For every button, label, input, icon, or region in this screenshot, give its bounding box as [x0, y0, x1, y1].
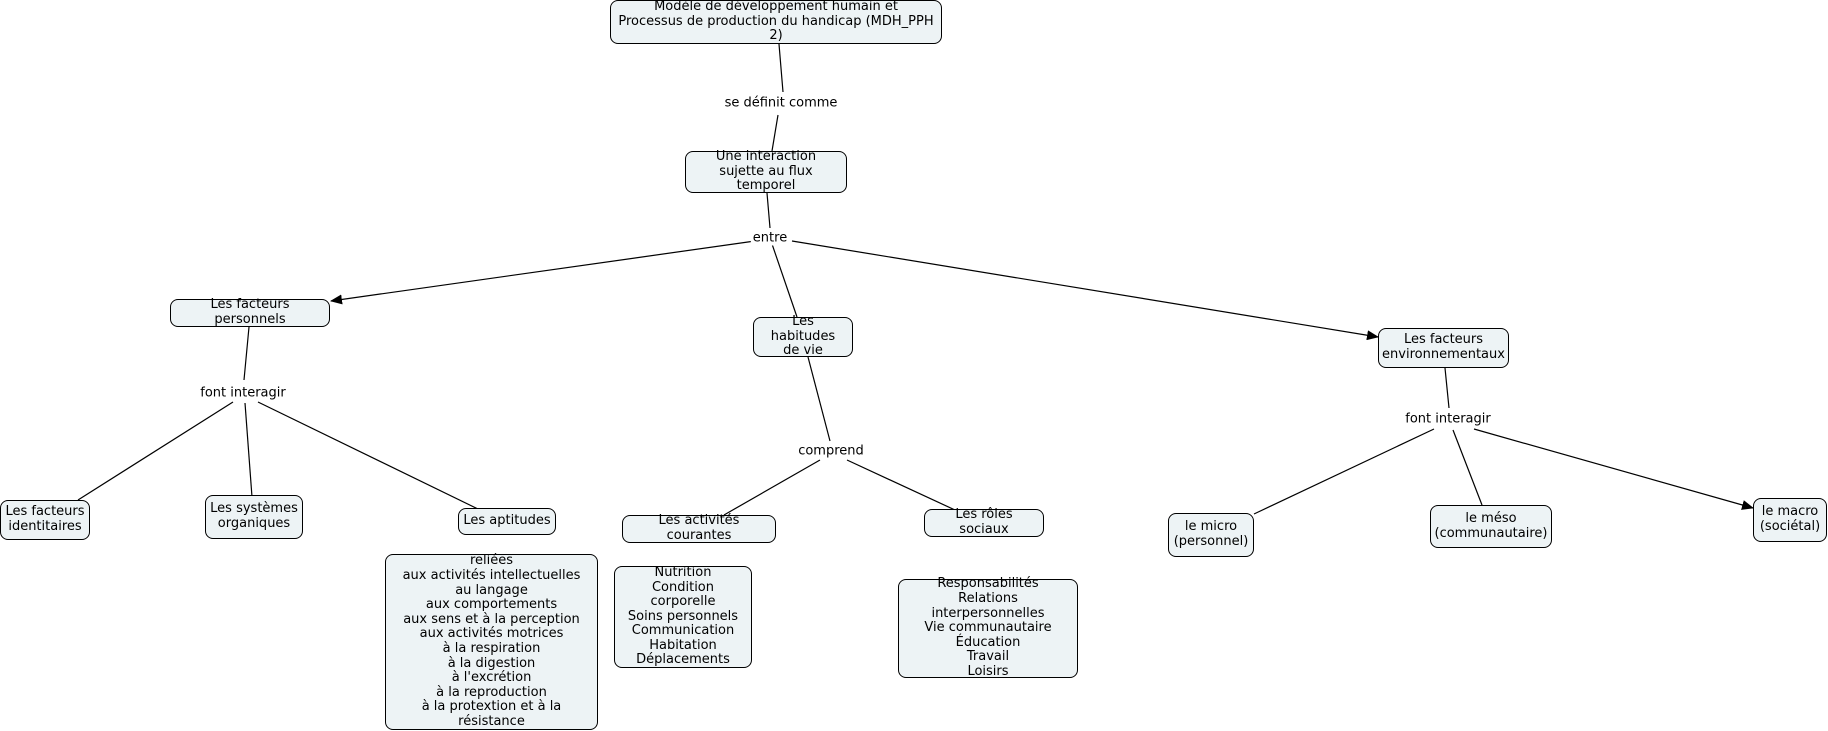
link-personnels-to-label — [243, 326, 250, 381]
concept-habitudes-vie[interactable]: Les habitudes de vie — [753, 314, 853, 358]
link-label-to-meso — [1452, 429, 1483, 506]
link-label-comprend: comprend — [796, 443, 866, 459]
concept-facteurs-personnels[interactable]: Les facteurs personnels — [170, 298, 330, 327]
link-entre-to-personnels — [330, 240, 756, 305]
concept-facteurs-environnementaux[interactable]: Les facteurs environnementaux — [1378, 328, 1509, 368]
link-interaction-to-entre — [766, 192, 771, 229]
link-label-se-definit: se définit comme — [722, 95, 840, 111]
link-environnementaux-to-label — [1444, 367, 1450, 409]
link-label-to-aptitudes — [257, 401, 479, 510]
concept-activites-detail[interactable]: Nutrition Condition corporelle Soins per… — [614, 565, 752, 668]
concept-root[interactable]: Modèle de développement humain et Proces… — [610, 0, 942, 44]
concept-roles-sociaux[interactable]: Les rôles sociaux — [924, 508, 1044, 537]
link-root-to-label — [778, 43, 784, 93]
link-label-to-roles — [846, 459, 956, 511]
concept-roles-detail[interactable]: Responsabilités Relations interpersonnel… — [898, 577, 1078, 679]
concept-micro[interactable]: le micro (personnel) — [1168, 513, 1254, 557]
concept-meso[interactable]: le méso (communautaire) — [1430, 505, 1552, 548]
link-label-font-interagir-environnement: font interagir — [1403, 411, 1493, 427]
link-habitudes-to-label — [807, 356, 831, 442]
link-label-font-interagir-personnels: font interagir — [198, 385, 288, 401]
concept-macro[interactable]: le macro (sociétal) — [1753, 498, 1827, 542]
link-label-to-identitaires — [77, 401, 234, 501]
concept-aptitudes-detail[interactable]: reliées aux activités intellectuelles au… — [385, 554, 598, 730]
link-entre-to-environnementaux — [791, 240, 1379, 341]
concept-aptitudes[interactable]: Les aptitudes — [458, 508, 556, 535]
concept-systemes-organiques[interactable]: Les systèmes organiques — [205, 495, 303, 539]
concept-facteurs-identitaires[interactable]: Les facteurs identitaires — [0, 500, 90, 540]
link-label-to-macro — [1473, 428, 1754, 510]
link-entre-to-habitudes — [771, 243, 798, 318]
link-label-to-interaction — [771, 114, 779, 152]
link-label-to-systemes — [244, 402, 253, 498]
link-label-to-micro — [1253, 428, 1435, 515]
link-label-entre: entre — [750, 230, 790, 246]
link-label-to-activites — [723, 459, 821, 516]
concept-interaction[interactable]: Une interaction sujette au flux temporel — [685, 149, 847, 193]
concept-activites-courantes[interactable]: Les activités courantes — [622, 514, 776, 543]
